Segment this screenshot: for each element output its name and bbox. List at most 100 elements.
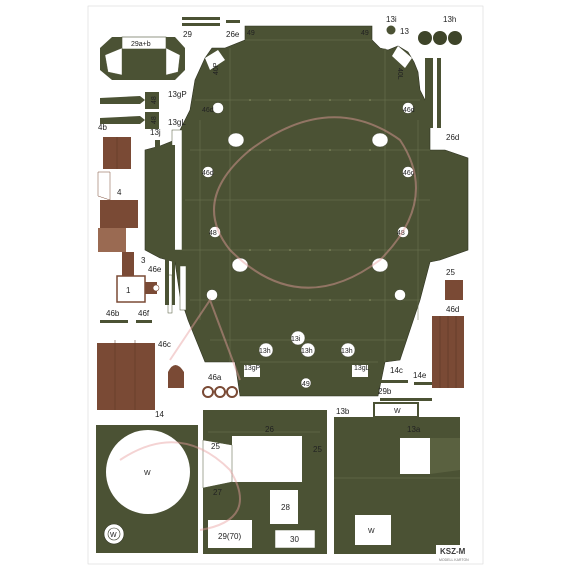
label-4: 4: [117, 188, 122, 197]
wedge-part-13gp: [100, 96, 145, 104]
label-14: 14: [155, 410, 164, 419]
label-26: 26: [265, 425, 274, 434]
label-48a: 48: [151, 96, 158, 104]
disc-part-46a: [202, 386, 238, 398]
label-46b: 46b: [106, 309, 120, 318]
hull-label-46d-c: 46d: [202, 170, 214, 177]
hull-label-48-b: 48: [397, 230, 405, 237]
hull-top-cutouts: [205, 46, 412, 70]
wedge-part-13gl: [100, 116, 145, 124]
label-13b: 13b: [336, 407, 350, 416]
hull-panel-lines: [180, 39, 430, 363]
strip-part-26e: [226, 20, 240, 23]
strip-part-29: [182, 17, 220, 20]
label-13: 13: [400, 27, 409, 36]
watermark-logo: [119, 116, 417, 531]
hull-label-49-bottom: 49: [302, 381, 310, 388]
hull-rivets: [249, 99, 371, 301]
hull-label-40l: 40L: [396, 68, 403, 80]
label-1: 1: [126, 286, 131, 295]
brown-part-46c: [97, 340, 155, 410]
label-46d: 46d: [446, 305, 459, 314]
strip-part-26d-a: [425, 58, 433, 128]
strip-part-13j: [155, 140, 160, 240]
label-13gl: 13gL: [168, 118, 186, 127]
label-26d: 26d: [446, 133, 459, 142]
hull-label-13gl: 13gL: [354, 365, 370, 372]
brown-part-3: [122, 252, 134, 276]
strip-part-14c: [380, 380, 408, 383]
label-29b: 29b: [378, 387, 392, 396]
label-w-2: W: [110, 532, 117, 539]
label-25a: 25: [211, 442, 220, 451]
box-part-29ab: [100, 36, 185, 80]
label-29-70: 29(70): [218, 532, 241, 541]
strip-part-29b: [182, 23, 220, 26]
part-1-assembly: [116, 275, 160, 303]
label-26e: 26e: [226, 30, 240, 39]
hull-label-46d-b: 46d: [403, 107, 415, 114]
block-part-48a: [145, 92, 159, 109]
hull-hatch-circles: [202, 102, 414, 389]
hull-label-40p: 40P: [213, 62, 220, 75]
strip-part-14e: [414, 382, 432, 385]
disc-part-13h-3: [448, 31, 462, 45]
strip-part-46b: [100, 320, 128, 323]
hull-label-13h-left: 13h: [259, 348, 271, 355]
label-13gp: 13gP: [168, 90, 187, 99]
hull-label-49-right: 49: [361, 30, 369, 37]
strip-part-29b: [380, 398, 432, 401]
hull-label-46d-d: 46d: [403, 170, 415, 177]
label-29: 29: [183, 30, 192, 39]
hull-label-48-a: 48: [209, 230, 217, 237]
hull-label-49-left: 49: [247, 30, 255, 37]
label-4b: 4b: [98, 123, 107, 132]
label-46e: 46e: [148, 265, 162, 274]
base-part-26-group: [202, 410, 327, 554]
label-25: 25: [446, 268, 455, 277]
strip-part-long-a: [165, 145, 169, 305]
hull-part: [144, 25, 469, 397]
label-48b: 48: [151, 116, 158, 124]
hull-label-46d-a: 46d: [202, 107, 214, 114]
label-13j: 13j: [150, 128, 161, 137]
label-28: 28: [281, 503, 290, 512]
base-part-w-circle: [96, 425, 198, 553]
brand-badge: [436, 545, 476, 557]
label-13h-top: 13h: [443, 15, 456, 24]
hull-white-slots: [244, 365, 368, 377]
disc-part-13h-2: [433, 31, 447, 45]
label-46f: 46f: [138, 309, 150, 318]
strip-part-26d-b: [437, 58, 441, 128]
block-part-48b: [145, 112, 159, 129]
label-w-4: W: [368, 528, 375, 535]
label-14e: 14e: [413, 371, 427, 380]
brand-text: KSZ-M: [440, 547, 466, 556]
label-46a: 46a: [208, 373, 222, 382]
disc-part-13h-1: [418, 31, 432, 45]
label-3: 3: [141, 256, 146, 265]
label-13a: 13a: [407, 425, 421, 434]
label-30: 30: [290, 535, 299, 544]
brown-part-tombstone: [168, 365, 184, 388]
brown-part-25: [445, 280, 463, 300]
hull-label-13h-right: 13h: [341, 348, 353, 355]
hull-label-13h-center: 13h: [301, 348, 313, 355]
hull-label-13gp: 13gP: [244, 365, 261, 372]
hull-label-13i: 13i: [291, 336, 301, 343]
label-27: 27: [213, 488, 222, 497]
strip-part-46f: [136, 320, 152, 323]
base-part-13b-group: [334, 402, 460, 554]
label-13i-top: 13i: [386, 15, 397, 24]
label-46c: 46c: [158, 340, 171, 349]
label-w-3: W: [394, 408, 401, 415]
label-25b: 25: [313, 445, 322, 454]
brown-part-4: [97, 171, 138, 252]
brand-subtext: MODELL KARTON: [439, 558, 469, 562]
label-29ab: 29a+b: [131, 41, 151, 48]
strip-part-long-b: [172, 145, 175, 305]
brown-part-4b: [103, 137, 131, 169]
brown-part-46d: [432, 316, 464, 388]
